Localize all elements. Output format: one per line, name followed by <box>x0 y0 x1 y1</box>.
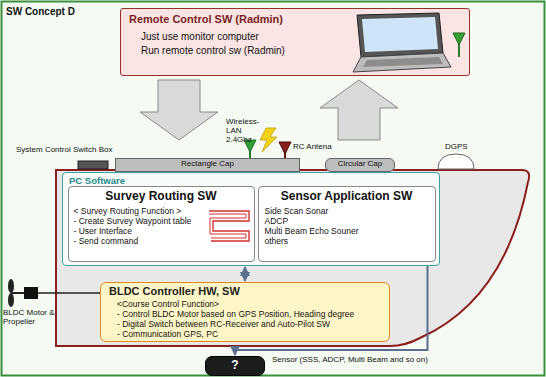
node-box: Rectangle Cap <box>115 158 300 172</box>
node-box: Remote Control SW (Radmin) Just use monit… <box>120 8 470 76</box>
node-box: ? <box>205 356 265 376</box>
body-text: - Digital Switch between RC-Receiver and… <box>117 319 381 329</box>
body-text: - Create Survey Waypoint table <box>74 216 209 226</box>
group-heading: PC Software <box>69 175 433 186</box>
node-box: PC SoftwareSurvey Routing SW < Survey Rou… <box>62 172 440 266</box>
body-text: - User Interface <box>74 226 209 236</box>
body-text: <Course Control Function> <box>117 299 381 309</box>
box-heading: Sensor Application SW <box>265 189 429 203</box>
sensor-mark: ? <box>206 358 264 373</box>
body-text: < Survey Routing Function > <box>74 206 209 216</box>
annotation-label: System Control Switch Box <box>16 145 136 154</box>
lightning-symbol <box>260 128 277 152</box>
body-text: Run remote control sw (Radmin) <box>141 45 351 56</box>
cap-label: Rectangle Cap <box>116 159 299 169</box>
connector-arrow <box>244 267 246 281</box>
node-box: Sensor Application SW Side Scan SonarADCP… <box>258 186 436 262</box>
annotation-label: RC Antena <box>293 142 343 151</box>
down-arrow <box>140 80 218 140</box>
diagram-title: SW Concept D <box>6 6 75 17</box>
switch-box <box>78 161 108 169</box>
annotation-label: Sensor (SSS, ADCP, Multi Beam and so on) <box>272 355 452 364</box>
body-text: Just use monitor computer <box>141 31 351 42</box>
dgps-dome <box>438 154 474 169</box>
body-text: - Send command <box>74 236 209 246</box>
node-box: Circular Cap <box>325 158 395 172</box>
up-arrow <box>320 80 398 140</box>
cap-label: Circular Cap <box>326 159 394 169</box>
motor-wire <box>38 292 100 294</box>
annotation-label: BLDC Motor & Propeller <box>3 308 55 326</box>
rc-antenna <box>279 142 291 154</box>
body-text: others <box>265 236 429 246</box>
bldc-motor <box>24 287 38 299</box>
box-heading: Survey Routing SW <box>74 189 249 203</box>
body-text: - Communication GPS, PC <box>117 329 381 339</box>
body-text: Side Scan Sonar <box>265 206 429 216</box>
body-text: ADCP <box>265 216 429 226</box>
propeller <box>8 293 14 307</box>
propeller <box>8 279 14 293</box>
box-heading: BLDC Controller HW, SW <box>109 285 381 297</box>
node-box: BLDC Controller HW, SW <Course Control Fu… <box>100 282 390 342</box>
box-heading: Remote Control SW (Radmin) <box>129 13 461 25</box>
hull <box>56 170 529 346</box>
annotation-label: DGPS <box>445 142 485 151</box>
node-box: Survey Routing SW < Survey Routing Functi… <box>68 186 255 262</box>
body-text: Multi Beam Echo Souner <box>265 226 429 236</box>
shaft <box>11 292 24 294</box>
annotation-label: Wireless-LAN 2.4Ghz <box>226 117 266 144</box>
body-text: - Control BLDC Motor based on GPS Positi… <box>117 309 381 319</box>
